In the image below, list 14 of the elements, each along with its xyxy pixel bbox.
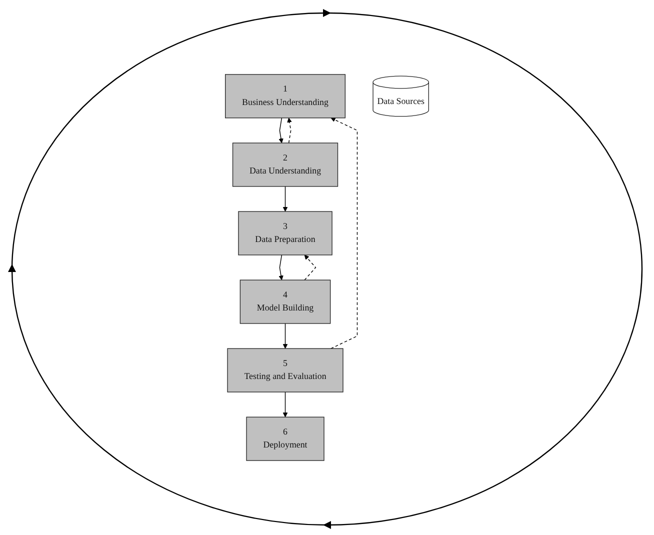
- arrow: [278, 254, 284, 280]
- node-box: 3 Data Preparation: [238, 211, 332, 256]
- arrow: [304, 254, 316, 280]
- node-box: 4 Model Building: [240, 280, 331, 324]
- arrow: [282, 186, 288, 212]
- arrow: [282, 392, 288, 418]
- node-box: 5 Testing and Evaluation: [227, 348, 344, 392]
- arrow: [278, 118, 284, 144]
- node-box: 6 Deployment: [246, 416, 324, 461]
- node-box: 1 Business Understanding: [225, 74, 346, 118]
- arrow: [282, 323, 288, 349]
- arrow: [287, 118, 292, 144]
- node-box: 2 Data Understanding: [232, 142, 338, 187]
- arrow: [330, 118, 358, 349]
